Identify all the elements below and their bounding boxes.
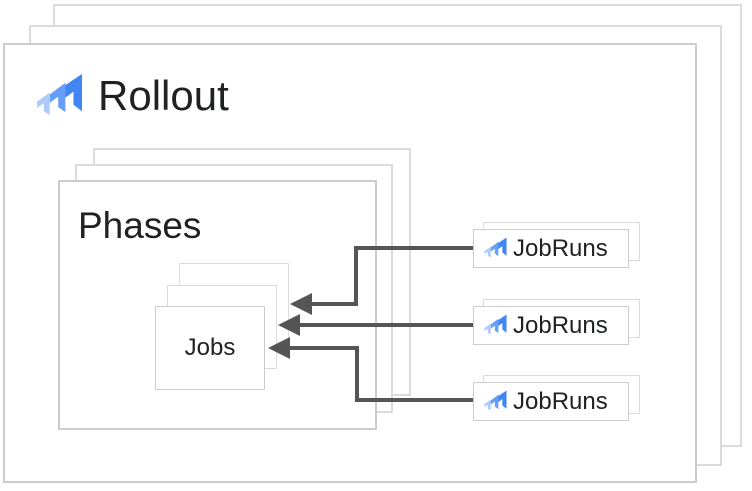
jobs-card: Jobs — [155, 306, 265, 390]
cloud-deploy-icon — [484, 390, 507, 413]
jobs-label: Jobs — [184, 334, 236, 361]
cloud-deploy-icon — [484, 314, 507, 337]
cloud-deploy-icon — [484, 237, 507, 260]
jobruns-3-card: JobRuns — [473, 382, 629, 421]
jobruns-1-label: JobRuns — [513, 234, 608, 262]
rollout-label: Rollout — [98, 72, 229, 119]
rollout-header: Rollout — [36, 70, 229, 122]
jobruns-2-label: JobRuns — [513, 311, 608, 339]
jobruns-1-card: JobRuns — [473, 229, 629, 268]
cloud-deploy-icon — [36, 73, 83, 120]
jobruns-2-card: JobRuns — [473, 306, 629, 345]
phases-label: Phases — [78, 205, 202, 246]
jobruns-3-label: JobRuns — [513, 387, 608, 415]
